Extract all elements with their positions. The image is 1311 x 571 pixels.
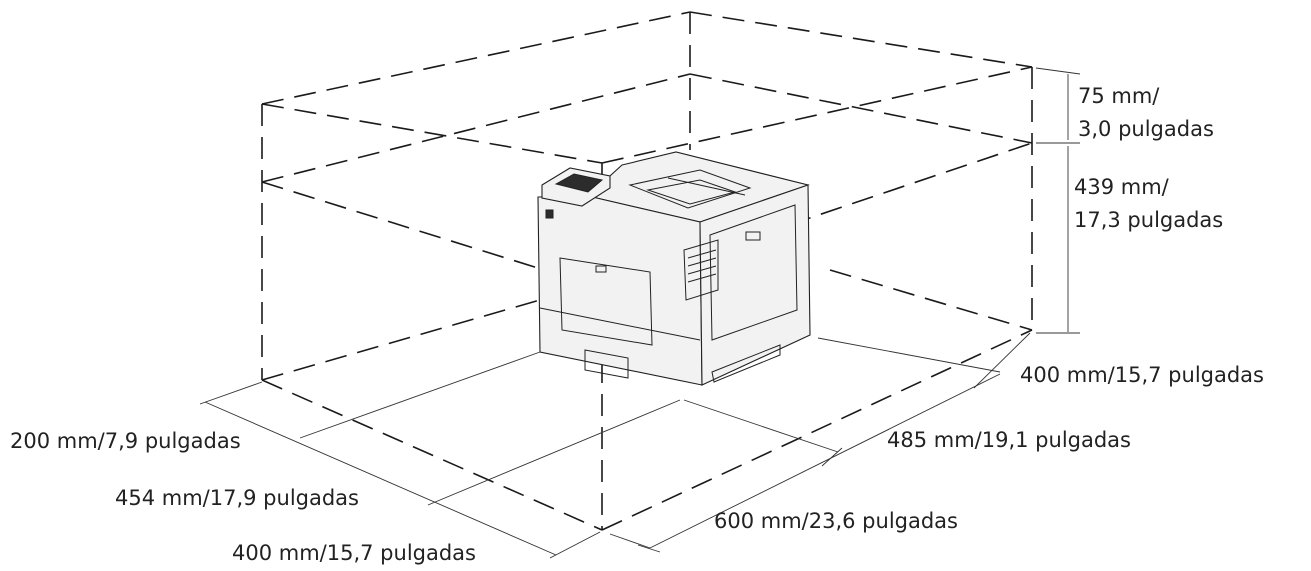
front-door: [559, 257, 653, 346]
output-bin: [628, 169, 752, 209]
mid-front-left-edge: [261, 181, 603, 289]
rear-clearance-label: 200 mm/7,9 pulgadas: [10, 429, 241, 453]
rear-clearance-dim-line: [299, 351, 541, 439]
right-clearance-dim-line: [817, 337, 1001, 373]
tray-seam: [539, 307, 701, 341]
dim-tick: [637, 544, 661, 553]
dimension-lines: [199, 67, 1081, 559]
total-depth-label: 600 mm/23,6 pulgadas: [714, 509, 958, 533]
printer-depth-dim-line: [683, 399, 839, 453]
total-depth-dim-line: [609, 533, 651, 549]
door-handle: [595, 265, 607, 273]
dim-tick: [549, 531, 601, 559]
printer-depth-label: 485 mm/19,1 pulgadas: [887, 428, 1131, 452]
dim-tick: [1035, 67, 1081, 75]
box-top-front-left-edge: [261, 103, 603, 164]
clearance-box: [261, 11, 1033, 531]
mid-back-right-edge: [689, 73, 1033, 144]
box-top-front-right-edge: [601, 66, 1033, 164]
output-slot: [667, 177, 746, 196]
dim-tick: [821, 447, 843, 467]
dim-tick: [199, 381, 263, 405]
height-label-line2: 17,3 pulgadas: [1074, 208, 1223, 232]
usb-port: [545, 209, 554, 219]
touch-screen: [554, 173, 604, 193]
output-tray: [646, 179, 737, 205]
height-label-line1: 439 mm/: [1074, 175, 1170, 199]
vent-slat: [687, 265, 717, 275]
top-clearance-label-line1: 75 mm/: [1078, 84, 1160, 108]
mid-back-left-edge: [261, 73, 691, 183]
left-clearance-label: 400 mm/15,7 pulgadas: [232, 541, 476, 565]
dim-tick: [973, 332, 1031, 389]
box-bottom-back-left-edge: [261, 299, 541, 381]
bottom-rail: [711, 344, 781, 383]
box-bottom-front-left-edge: [261, 379, 603, 531]
dimension-labels: 75 mm/ 3,0 pulgadas 439 mm/ 17,3 pulgada…: [10, 84, 1264, 565]
side-latch: [745, 231, 761, 241]
vent-slat: [687, 273, 717, 283]
box-top-back-left-edge: [261, 11, 691, 105]
top-clearance-label-line2: 3,0 pulgadas: [1078, 117, 1214, 141]
box-top-back-right-edge: [689, 11, 1033, 68]
vent-slat: [687, 257, 717, 267]
vent-slat: [687, 249, 717, 259]
printer-illustration: [537, 151, 811, 386]
printer-width-label: 454 mm/17,9 pulgadas: [115, 486, 359, 510]
left-clearance-dim-line: [204, 401, 557, 556]
vent-grille: [683, 239, 719, 301]
side-panel: [709, 204, 798, 341]
right-clearance-label: 400 mm/15,7 pulgadas: [1020, 363, 1264, 387]
printer-width-dim-line: [427, 399, 681, 506]
total-depth-dim-line: [649, 373, 1001, 549]
paper-tray-handle: [584, 349, 629, 379]
box-bottom-front-right-edge: [601, 329, 1033, 531]
box-bottom-back-right-edge: [829, 269, 1033, 331]
